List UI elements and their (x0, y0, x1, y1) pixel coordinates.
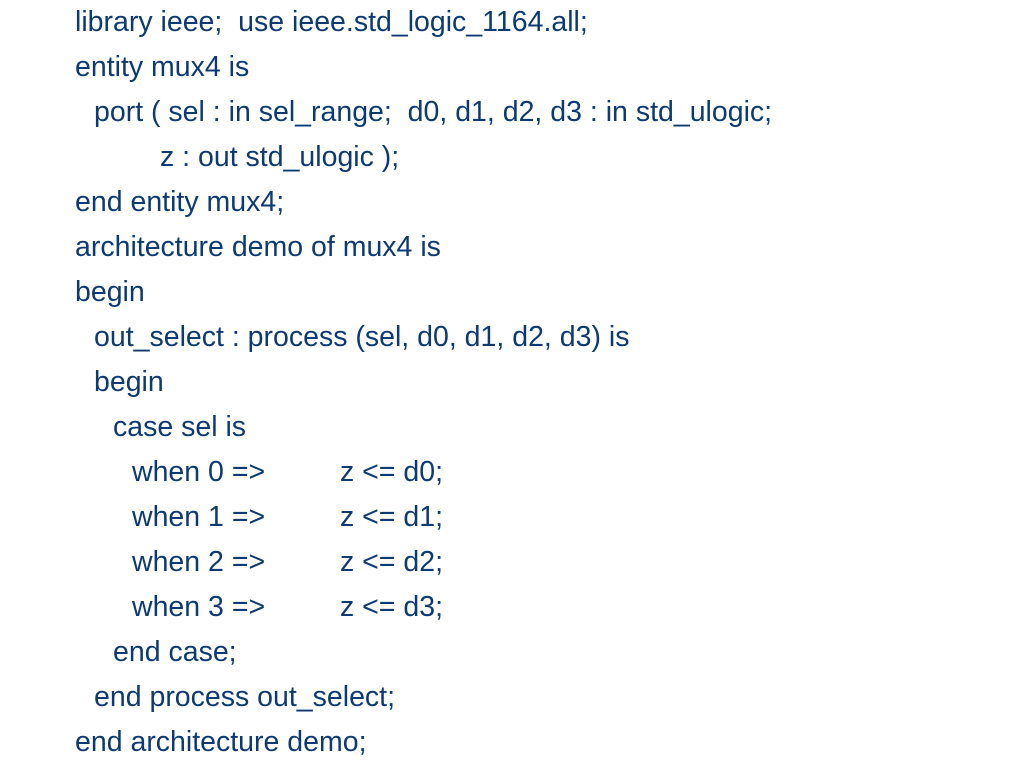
code-line-architecture: architecture demo of mux4 is (75, 231, 441, 263)
code-line-case: case sel is (113, 411, 247, 443)
when-action: z <= d3; (340, 591, 443, 623)
code-line-when-3: when 3 => z <= d3; (75, 585, 772, 630)
code-line-when-2: when 2 => z <= d2; (75, 540, 772, 585)
code-line-when-0: when 0 => z <= d0; (75, 450, 772, 495)
code-line-begin: begin (75, 276, 145, 308)
code-line-port-continuation: z : out std_ulogic ); (160, 141, 400, 173)
code-line-entity: entity mux4 is (75, 51, 250, 83)
when-condition: when 1 => (132, 501, 266, 533)
code-line-library: library ieee; use ieee.std_logic_1164.al… (75, 6, 588, 38)
code-line-end-case: end case; (113, 636, 237, 668)
vhdl-code-block: library ieee; use ieee.std_logic_1164.al… (75, 0, 772, 765)
when-condition: when 0 => (132, 456, 266, 488)
code-line-when-1: when 1 => z <= d1; (75, 495, 772, 540)
when-action: z <= d1; (340, 501, 443, 533)
when-condition: when 2 => (132, 546, 266, 578)
when-condition: when 3 => (132, 591, 266, 623)
code-line-process: out_select : process (sel, d0, d1, d2, d… (94, 321, 630, 353)
code-line-end-architecture: end architecture demo; (75, 726, 367, 758)
code-line-end-entity: end entity mux4; (75, 186, 285, 218)
when-action: z <= d2; (340, 546, 443, 578)
code-line-end-process: end process out_select; (94, 681, 396, 713)
code-line-port: port ( sel : in sel_range; d0, d1, d2, d… (94, 96, 773, 128)
code-line-process-begin: begin (94, 366, 164, 398)
when-action: z <= d0; (340, 456, 443, 488)
